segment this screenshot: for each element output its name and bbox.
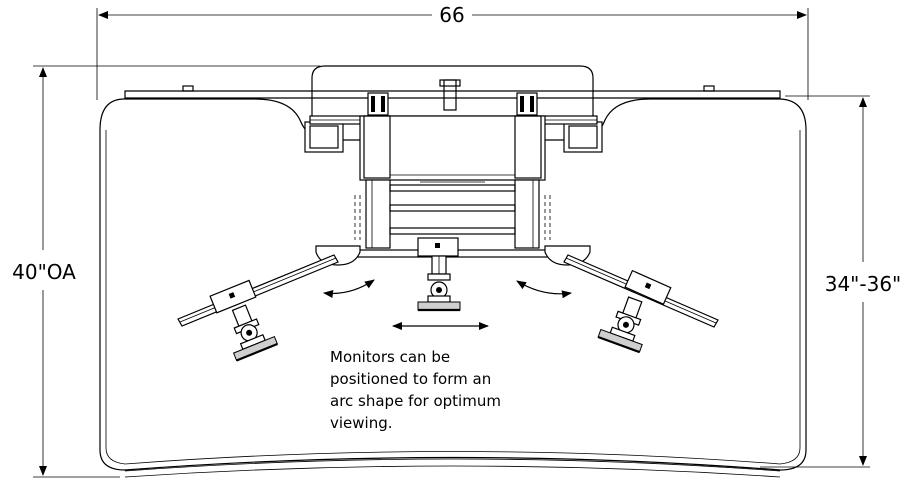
center-monitor-mount — [417, 255, 461, 312]
adjustable-depth-label: 34"-36" — [825, 272, 902, 296]
note-line-4: viewing. — [330, 414, 393, 432]
adjustable-depth-dimension: 34"-36" — [760, 95, 902, 468]
width-dimension: 66 — [96, 3, 809, 100]
overall-depth-label: 40"OA — [12, 260, 76, 284]
right-monitor-arm — [563, 254, 719, 354]
movement-arrows — [323, 279, 572, 330]
left-monitor-arm — [177, 254, 339, 362]
note-line-1: Monitors can be — [330, 348, 450, 366]
monitor-note: Monitors can be positioned to form an ar… — [330, 348, 501, 432]
front-crossbar — [315, 237, 591, 266]
width-label: 66 — [439, 3, 464, 27]
mount-frame — [304, 65, 603, 249]
overall-depth-dimension: 40"OA — [12, 65, 320, 478]
note-line-2: positioned to form an — [330, 370, 491, 388]
note-line-3: arc shape for optimum — [330, 392, 501, 410]
